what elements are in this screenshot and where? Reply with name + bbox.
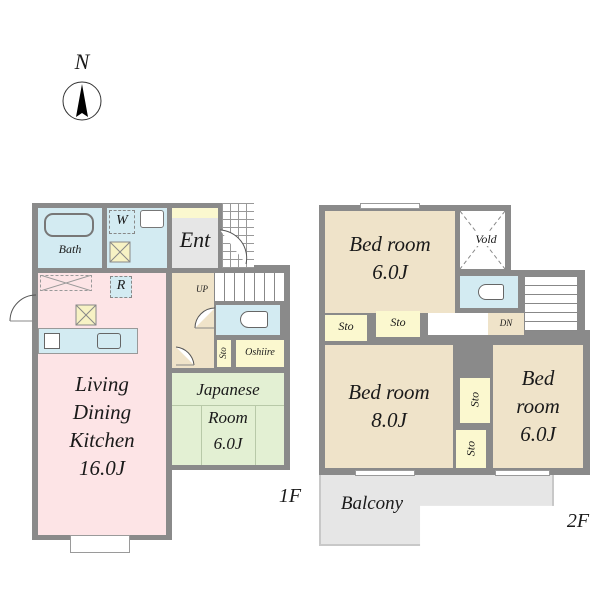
japanese-size: 6.0J (213, 434, 243, 453)
storage-2f-4: Sto (456, 430, 486, 468)
vent-icon (109, 241, 131, 263)
washroom-label: W (116, 213, 128, 228)
compass-label: N (74, 49, 90, 74)
storage-label: Sto (390, 315, 406, 329)
bedroom-6j-north: Bed room 6.0J (325, 211, 455, 313)
compass: N (58, 49, 106, 125)
shoe-cabinet (172, 208, 218, 218)
japanese-line1: Japanese (196, 380, 260, 399)
bedroom-line1: Bed (521, 366, 555, 390)
window (360, 203, 420, 209)
bathtub-icon (44, 213, 94, 237)
storage-crossed-icon (40, 275, 92, 291)
kitchen-counter (38, 328, 138, 354)
vent-icon (75, 304, 97, 326)
door-swing-icon (175, 346, 195, 366)
bedroom-name: Bed room (349, 232, 431, 256)
hallway: UP (172, 273, 214, 368)
bath-room: Bath (38, 208, 102, 268)
landing: DN (488, 313, 524, 335)
north-arrow-icon (62, 81, 102, 121)
ldk-size: 16.0J (78, 456, 126, 480)
staircase-2f (525, 276, 577, 331)
toilet-icon (478, 284, 504, 300)
bath-label: Bath (58, 242, 82, 256)
storage-2f-2: Sto (376, 311, 420, 337)
bedroom-name: Bed room (348, 380, 430, 404)
storage-label: Sto (467, 391, 482, 408)
storage-2f-3: Sto (460, 378, 490, 423)
bedroom-size: 8.0J (371, 408, 407, 432)
washer-space (109, 210, 135, 234)
stairs-down-label: DN (499, 318, 513, 328)
toilet-icon (240, 311, 268, 328)
stove-icon (44, 333, 60, 349)
kitchen-sink-icon (97, 333, 121, 349)
door-swing-icon (9, 294, 37, 322)
hallway-2f: DN (428, 313, 524, 335)
japanese-room: Japanese Room 6.0J (172, 373, 284, 465)
window (355, 470, 415, 476)
entrance-label: Ent (179, 227, 211, 252)
ldk-line2: Dining (72, 400, 132, 424)
floor-1f: Bath W R Living Dining Kitchen 16.0J (9, 203, 302, 553)
door-swing-icon (194, 307, 216, 329)
japanese-line2: Room (208, 408, 248, 427)
storage-label: Sto (463, 440, 478, 457)
bedroom-size: 6.0J (372, 260, 408, 284)
oshiire-label: Oshiire (245, 347, 275, 358)
window (495, 470, 550, 476)
floor-label-2f: 2F (566, 510, 590, 532)
bedroom-line2: room (516, 394, 560, 418)
ldk-line3: Kitchen (69, 428, 135, 452)
porch-tiles (222, 203, 254, 268)
washroom: W (107, 208, 167, 268)
entrance: Ent (172, 208, 218, 268)
toilet-room-2f (460, 276, 518, 308)
window (70, 535, 130, 553)
stairs-up-label: UP (196, 284, 208, 294)
living-dining-kitchen: R Living Dining Kitchen 16.0J (38, 273, 166, 535)
toilet-room (216, 305, 280, 335)
staircase (214, 273, 284, 301)
bedroom-6j-east: Bed room 6.0J (493, 345, 583, 468)
bedroom-8j: Bed room 8.0J (325, 345, 453, 468)
floor-label-1f: 1F (278, 485, 302, 507)
ldk-line1: Living (75, 372, 129, 396)
bedroom-size: 6.0J (520, 422, 556, 446)
storage-label: Sto (338, 319, 354, 333)
storage-2f-1: Sto (325, 315, 367, 341)
balcony-label: Balcony (340, 493, 404, 514)
sink-icon (140, 210, 164, 228)
void-label: Vold (468, 232, 504, 247)
refrigerator-space (110, 276, 132, 298)
void-space: Vold (460, 211, 505, 269)
oshiire-closet: Oshiire (236, 340, 284, 367)
refrigerator-label: R (116, 278, 126, 293)
storage: Sto (217, 340, 231, 367)
door-swing-icon (219, 229, 248, 265)
